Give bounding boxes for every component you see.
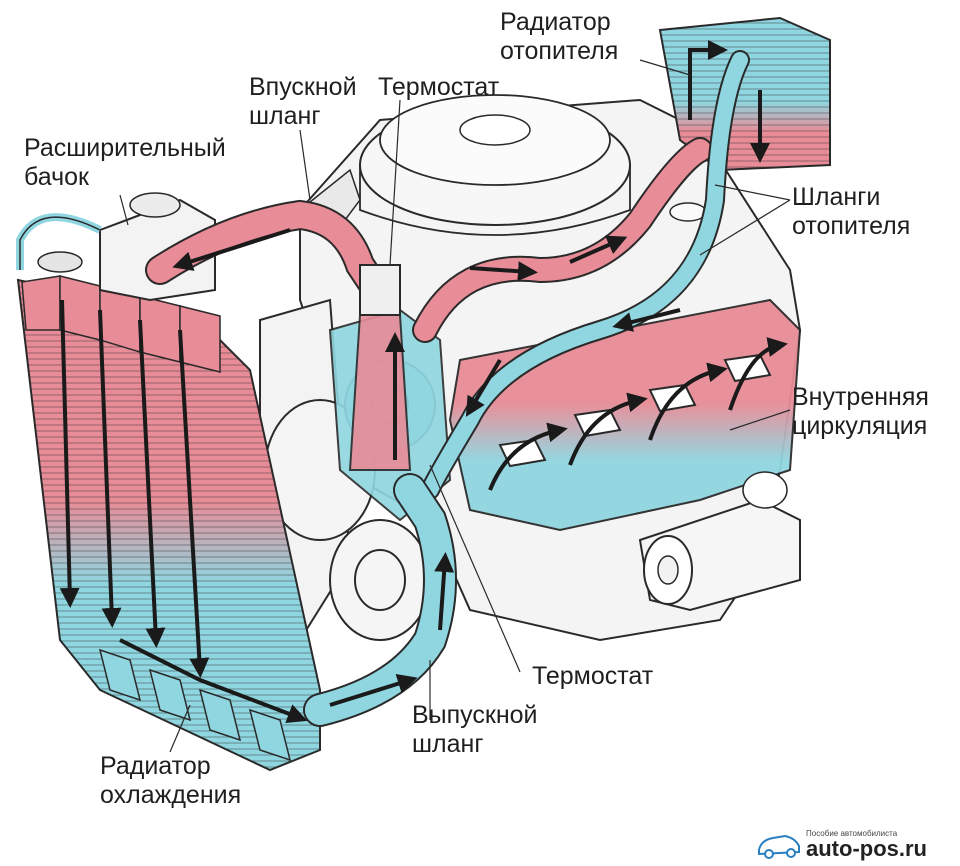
watermark-site: auto-pos.ru — [806, 836, 927, 861]
outlet-hose — [303, 473, 457, 727]
label-thermostat-bottom: Термостат — [532, 662, 654, 690]
heater-hose-hot — [412, 137, 713, 343]
radiator-cap — [37, 251, 83, 273]
leader-lines — [119, 59, 791, 753]
internal-circulation-arrows — [488, 337, 788, 491]
car-icon — [758, 834, 800, 859]
label-cooling-radiator: Радиатор охлаждения — [100, 752, 242, 809]
cooling-radiator — [16, 251, 321, 772]
label-outlet-hose: Выпускной шланг — [412, 701, 538, 758]
label-expansion-tank: Расширительный бачок — [24, 134, 226, 191]
label-heater-radiator: Радиатор отопителя — [500, 8, 619, 65]
thermostat-housing — [348, 264, 412, 471]
label-internal-circulation: Внутренняя циркуляция — [792, 383, 929, 440]
heater-radiator — [658, 16, 831, 172]
label-thermostat-top: Термостат — [378, 73, 500, 101]
label-heater-hoses: Шланги отопителя — [792, 183, 911, 240]
watermark-caption: Пособие автомобилиста — [806, 829, 898, 838]
starter-motor — [638, 471, 801, 612]
label-intake-hose: Впускной шланг — [249, 73, 357, 130]
intake-hose — [145, 199, 395, 310]
expansion-tank — [16, 192, 216, 302]
heater-hose-cold — [420, 50, 750, 500]
